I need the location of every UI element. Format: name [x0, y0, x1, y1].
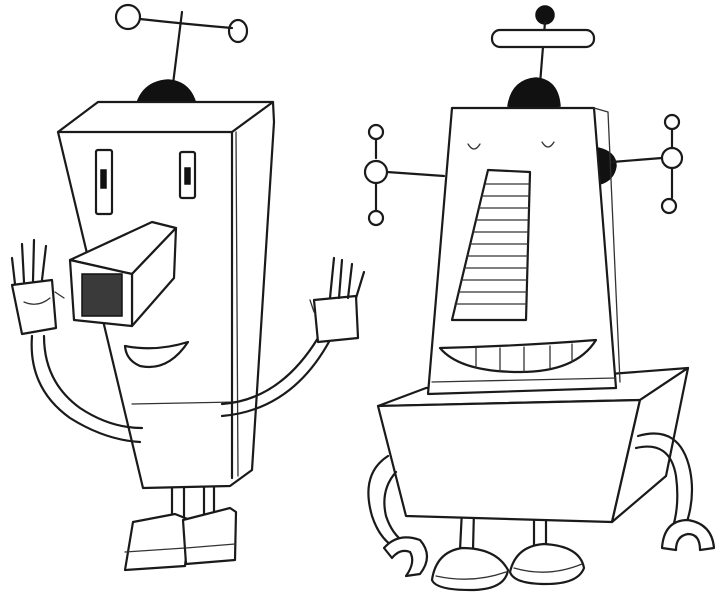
right-robot: [363, 5, 716, 592]
right-robot-antenna: [490, 5, 596, 86]
left-robot-arm-left: [10, 238, 144, 444]
left-robot-mouth: [123, 340, 190, 369]
left-robot-antenna: [114, 3, 249, 94]
right-robot-dome: [507, 77, 561, 110]
right-robot-mouth: [438, 338, 598, 374]
left-robot-eyes: [94, 148, 197, 216]
right-robot-arm-left: [367, 454, 429, 578]
right-robot-nose: [450, 168, 532, 322]
left-robot: [10, 3, 366, 572]
right-robot-feet: [430, 508, 586, 592]
right-robot-eye-left: [467, 143, 481, 150]
left-robot-arm-right: [220, 256, 366, 418]
right-robot-antenna-arms: [363, 113, 684, 227]
right-robot-eye-right: [541, 141, 555, 148]
left-robot-feet: [123, 478, 238, 572]
right-robot-arm-right: [634, 432, 716, 552]
left-robot-nose: [68, 220, 178, 328]
